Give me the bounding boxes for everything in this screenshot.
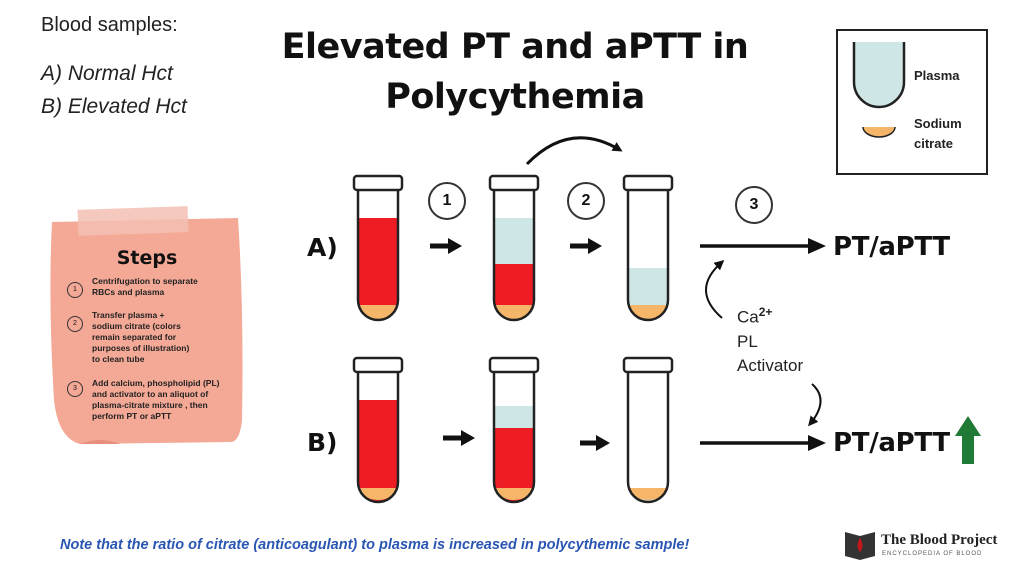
step-3-line: and activator to an aliquot of xyxy=(92,389,209,399)
samples-heading: Blood samples: xyxy=(41,14,178,36)
step-2-text: Transfer plasma + sodium citrate (colors… xyxy=(92,310,189,365)
step-1-line: RBCs and plasma xyxy=(92,287,165,297)
step-2-line: to clean tube xyxy=(92,354,145,364)
step-1-line: Centrifugation to separate xyxy=(92,276,198,286)
tube-b-centrifuged xyxy=(488,356,540,504)
arrow-a-step1 xyxy=(430,238,462,254)
legend-icons xyxy=(852,42,906,138)
sample-a-label: A) Normal Hct xyxy=(41,62,173,85)
brand-name: The Blood Project xyxy=(881,532,998,548)
arrow-a-to-result xyxy=(700,238,826,254)
calcium-symbol: Ca xyxy=(737,307,759,327)
step-3-line: plasma-citrate mixture , then xyxy=(92,400,208,410)
step-circle-1: 1 xyxy=(428,182,466,220)
footer-note: Note that the ratio of citrate (anticoag… xyxy=(60,537,690,553)
reagent-pl: PL xyxy=(737,331,758,351)
sample-b-label: B) Elevated Hct xyxy=(41,95,187,118)
steps-title: Steps xyxy=(116,247,178,269)
row-b-label: B) xyxy=(307,428,338,457)
reagent-activator: Activator xyxy=(737,355,804,375)
citrate-swatch-icon xyxy=(863,127,895,137)
step-3-text: Add calcium, phospholipid (PL) and activ… xyxy=(92,378,220,422)
step-2-line: remain separated for xyxy=(92,332,177,342)
blood-project-logo-icon xyxy=(845,532,875,560)
reagent-calcium: Ca2+ xyxy=(737,300,803,330)
step-2-line: sodium citrate (colors xyxy=(92,321,181,331)
arrow-b-step1 xyxy=(443,430,475,446)
increase-up-arrow-icon xyxy=(955,416,981,464)
title-line-2: Polycythemia xyxy=(385,77,645,117)
tube-a-whole-blood xyxy=(352,174,404,322)
tube-a-centrifuged xyxy=(488,174,540,322)
step-2-line: purposes of illustration) xyxy=(92,343,190,353)
transfer-curved-arrow xyxy=(525,136,623,166)
page-title: Elevated PT and aPTT in Polycythemia xyxy=(255,22,775,122)
brand-subtitle: ENCYCLOPEDIA OF BLOOD xyxy=(882,551,983,557)
step-circle-2: 2 xyxy=(567,182,605,220)
step-3-line: perform PT or aPTT xyxy=(92,411,172,421)
result-b-label: PT/aPTT xyxy=(833,428,950,458)
title-line-1: Elevated PT and aPTT in xyxy=(281,27,749,67)
step-3-line: Add calcium, phospholipid (PL) xyxy=(92,378,220,388)
tape-icon xyxy=(77,206,189,236)
tube-a-plasma xyxy=(622,174,674,322)
reagent-curved-arrow-up xyxy=(705,260,725,319)
step-1-text: Centrifugation to separate RBCs and plas… xyxy=(92,276,198,298)
tube-b-plasma xyxy=(622,356,674,504)
row-a-label: A) xyxy=(307,233,338,262)
step-2-line: Transfer plasma + xyxy=(92,310,165,320)
arrow-b-step2 xyxy=(580,435,610,451)
reagent-curved-arrow-down xyxy=(808,383,822,427)
legend-citrate-label-1: Sodium xyxy=(914,116,962,131)
legend-citrate-label-2: citrate xyxy=(914,136,954,151)
steps-card-background xyxy=(50,206,243,444)
plasma-swatch-icon xyxy=(852,42,906,109)
arrow-b-to-result xyxy=(700,435,826,451)
legend-box: Plasma Sodium citrate xyxy=(836,29,988,175)
result-a-label: PT/aPTT xyxy=(833,232,950,262)
reagent-list: Ca2+ PL Activator xyxy=(737,300,803,378)
step-1-number: 1 xyxy=(67,282,83,298)
step-circle-3: 3 xyxy=(735,186,773,224)
tube-b-whole-blood xyxy=(352,356,404,504)
arrow-a-step2 xyxy=(570,238,602,254)
legend-plasma-label: Plasma xyxy=(914,68,960,83)
step-3-number: 3 xyxy=(67,381,83,397)
step-2-number: 2 xyxy=(67,316,83,332)
calcium-charge: 2+ xyxy=(758,305,773,319)
